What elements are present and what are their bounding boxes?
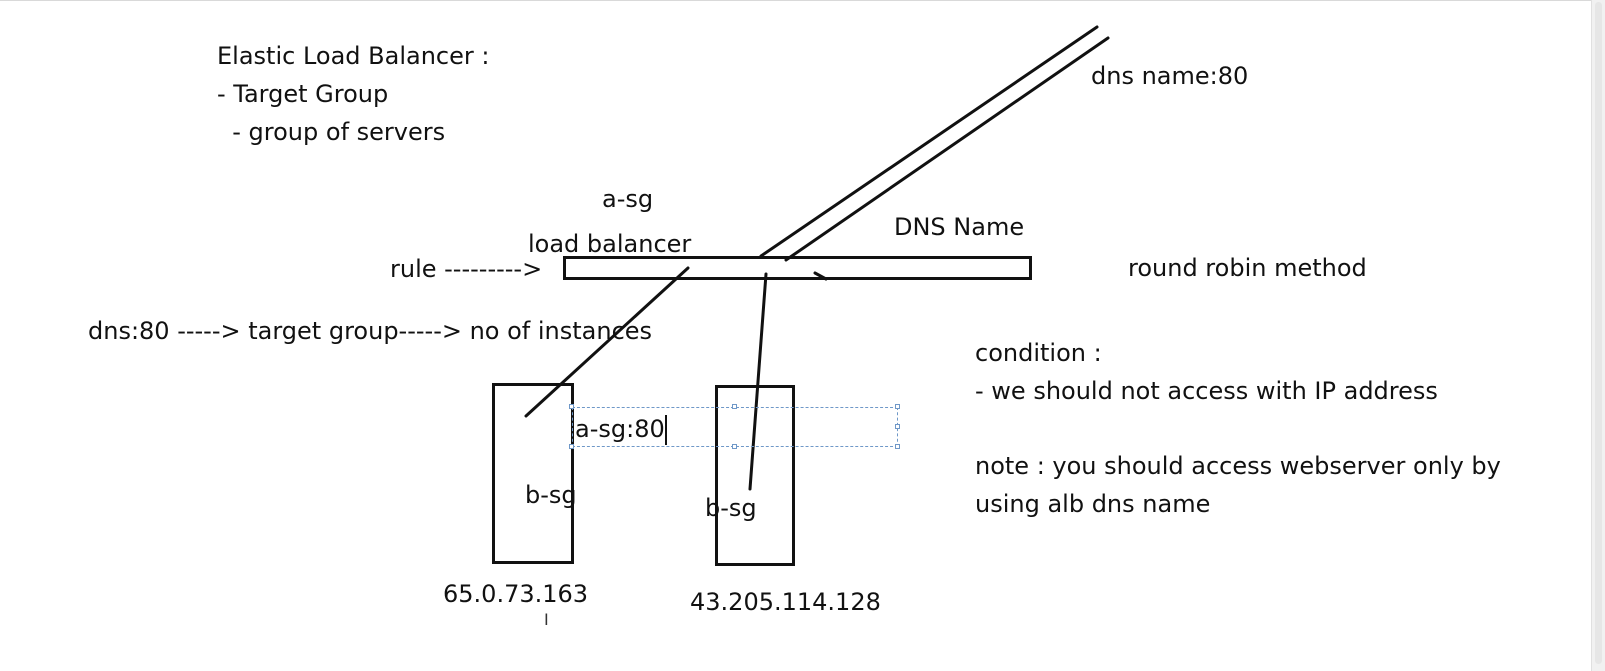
dns-pen-stroke-2 [784, 36, 1110, 262]
ip-right-label: 43.205.114.128 [690, 588, 881, 616]
vertical-scrollbar[interactable] [1591, 0, 1605, 671]
lb-to-right-instance-stroke [748, 272, 768, 491]
flow-label: dns:80 -----> target group-----> no of i… [88, 317, 653, 345]
dns-pen-stroke-1 [759, 25, 1099, 258]
condition-heading: condition : [975, 339, 1102, 367]
note-line-1: note : you should access webserver only … [975, 452, 1501, 480]
condition-item: - we should not access with IP address [975, 377, 1438, 405]
dns-name-label: DNS Name [894, 213, 1025, 241]
b-sg-right-label: b-sg [705, 494, 757, 522]
dns-name-port-label: dns name:80 [1091, 62, 1249, 90]
text-cursor-icon: I [544, 610, 549, 629]
resize-handle[interactable] [569, 404, 574, 409]
textbox-text[interactable]: a-sg:80 [575, 415, 665, 443]
rule-arrow-label: rule ---------> [390, 255, 543, 283]
load-balancer-label: load balancer [528, 230, 692, 258]
resize-handle[interactable] [732, 444, 737, 449]
instance-box-right [715, 385, 795, 566]
resize-handle[interactable] [895, 444, 900, 449]
top-border [0, 0, 1605, 1]
group-of-servers-item: - group of servers [217, 118, 446, 146]
resize-handle[interactable] [895, 404, 900, 409]
scrollbar-thumb[interactable] [1595, 2, 1602, 664]
b-sg-left-label: b-sg [525, 481, 577, 509]
text-caret [665, 415, 667, 445]
note-line-2: using alb dns name [975, 490, 1211, 518]
resize-handle[interactable] [732, 404, 737, 409]
round-robin-label: round robin method [1128, 254, 1367, 282]
resize-handle[interactable] [895, 424, 900, 429]
instance-box-left [492, 383, 574, 564]
page-title: Elastic Load Balancer : [217, 42, 490, 70]
a-sg-label: a-sg [602, 185, 654, 213]
target-group-item: - Target Group [217, 80, 389, 108]
load-balancer-bar [563, 256, 1032, 280]
ip-left-label: 65.0.73.163 [443, 580, 589, 608]
lb-to-left-instance-stroke [524, 266, 690, 418]
resize-handle[interactable] [569, 444, 574, 449]
